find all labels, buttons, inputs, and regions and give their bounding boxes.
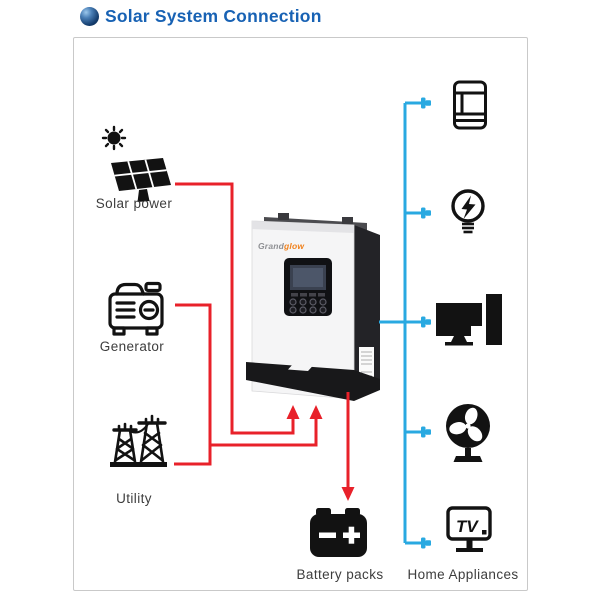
page-title-row: Solar System Connection bbox=[80, 3, 322, 29]
brand-prefix: Grand bbox=[258, 241, 285, 251]
home-appliances-label: Home Appliances bbox=[407, 567, 519, 582]
power-towers-icon bbox=[110, 414, 167, 467]
battery-packs-label: Battery packs bbox=[296, 567, 384, 582]
inverter-display bbox=[284, 258, 332, 316]
battery-icon bbox=[310, 508, 367, 557]
inverter-brand-logo: Grandglow bbox=[258, 241, 304, 251]
solar-power-label: Solar power bbox=[95, 196, 173, 211]
light-bulb-icon bbox=[451, 189, 485, 234]
sphere-bullet-icon bbox=[80, 6, 99, 26]
refrigerator-icon bbox=[453, 80, 487, 130]
desktop-computer-icon bbox=[436, 294, 502, 346]
tv-icon: TV bbox=[446, 506, 492, 552]
svg-text:TV: TV bbox=[456, 517, 479, 536]
utility-label: Utility bbox=[116, 491, 152, 506]
solar-panel-sun-icon bbox=[101, 125, 171, 202]
generator-icon bbox=[108, 281, 164, 336]
fan-icon bbox=[446, 404, 490, 462]
generator-label: Generator bbox=[99, 339, 165, 354]
brand-suffix: glow bbox=[284, 241, 305, 251]
page-title: Solar System Connection bbox=[105, 5, 322, 26]
